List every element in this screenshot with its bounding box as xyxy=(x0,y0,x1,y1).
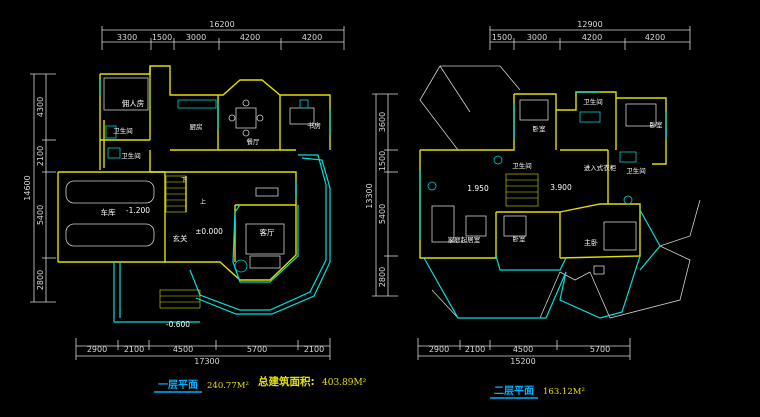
plan2-left-dimensions xyxy=(372,93,398,297)
plan2-top-seg-1: 1500 xyxy=(492,33,512,42)
plan2-left-seg-2: 1500 xyxy=(378,151,387,171)
plan1-level-floor: ±0.000 xyxy=(195,227,223,236)
plan2-bottom-total: 15200 xyxy=(510,357,535,366)
car-1 xyxy=(65,180,155,204)
plan1-top-seg-5: 4200 xyxy=(302,33,322,42)
plan1-room-foyer: 玄关 xyxy=(173,233,188,243)
plan2-windows xyxy=(419,91,667,319)
plan1-stair-down: 下 xyxy=(181,177,187,184)
plan1-top-total: 16200 xyxy=(209,20,234,29)
plan1-bottom-seg-5: 2100 xyxy=(304,345,324,354)
plan2-top-dimensions xyxy=(489,26,691,50)
plan1-left-dimensions xyxy=(30,73,56,303)
plan2-drawing: 12900 1500 3000 4200 4200 13300 3600 150… xyxy=(365,20,701,399)
plan1-stairs xyxy=(159,175,201,309)
plan1-drawing: 16200 3300 1500 3000 4200 4200 14600 430… xyxy=(23,20,345,393)
plan1-room-kitchen: 厨房 xyxy=(190,122,203,131)
plan1-left-seg-2: 2100 xyxy=(36,146,45,166)
plan2-left-seg-4: 2800 xyxy=(378,267,387,287)
plan2-room-bedroom-c: 卧室 xyxy=(513,234,527,243)
plan1-bottom-seg-2: 2100 xyxy=(124,345,144,354)
plan2-furniture xyxy=(431,99,657,275)
plan2-bottom-seg-2: 2100 xyxy=(465,345,485,354)
plan1-left-total: 14600 xyxy=(23,175,32,200)
plan2-bottom-seg-1: 2900 xyxy=(429,345,449,354)
plan2-fixtures xyxy=(427,111,637,205)
plan2-walls xyxy=(419,91,667,259)
plan1-top-seg-3: 3000 xyxy=(186,33,206,42)
plan2-room-bedroom-a: 卧室 xyxy=(533,124,547,133)
plan1-level-outside: -0.600 xyxy=(166,320,190,329)
plan2-room-wc-right: 卫生间 xyxy=(626,166,646,175)
plan2-caption: 二层平面 xyxy=(494,385,534,397)
plan1-room-study: 书房 xyxy=(307,121,321,130)
plan1-left-seg-4: 2800 xyxy=(36,270,45,290)
plan2-level-b: 3.900 xyxy=(550,183,572,192)
plan2-room-wc-top: 卫生间 xyxy=(583,97,603,106)
plan2-bottom-seg-3: 4500 xyxy=(513,345,533,354)
plan2-top-seg-4: 4200 xyxy=(645,33,665,42)
plan1-room-living: 客厅 xyxy=(260,227,275,237)
plan2-top-total: 12900 xyxy=(577,20,602,29)
plan2-left-seg-1: 3600 xyxy=(378,112,387,132)
plan1-bottom-total: 17300 xyxy=(194,357,219,366)
plan1-room-wc-b: 卫生间 xyxy=(121,151,141,160)
plan1-level-garage: -1.200 xyxy=(126,206,150,215)
plan1-bottom-seg-1: 2900 xyxy=(87,345,107,354)
plan1-caption: 一层平面 xyxy=(158,379,198,391)
plan2-room-wc-mid: 卫生间 xyxy=(512,161,532,170)
plan2-room-master: 主卧 xyxy=(584,238,598,247)
plan2-left-seg-3: 5400 xyxy=(378,204,387,224)
plan1-left-seg-3: 5400 xyxy=(36,205,45,225)
plan2-stairs xyxy=(505,173,539,207)
plan2-room-family: 家庭起居室 xyxy=(448,235,481,244)
plan2-room-closet: 进入式衣柜 xyxy=(584,163,617,172)
plan1-top-seg-2: 1500 xyxy=(152,33,172,42)
plan1-top-dimensions xyxy=(101,26,345,50)
plan1-stair-up: 上 xyxy=(200,198,206,206)
plan2-roof-lines xyxy=(419,65,701,319)
plan1-furniture xyxy=(65,77,315,269)
plan1-bottom-seg-3: 4500 xyxy=(173,345,193,354)
total-area-value: 403.89M² xyxy=(322,378,367,388)
plan1-area: 240.77M² xyxy=(207,381,249,391)
plan2-level-a: 1.950 xyxy=(467,184,489,193)
car-2 xyxy=(65,223,155,247)
plan2-left-total: 13300 xyxy=(365,183,374,208)
plan1-room-servant: 佣人房 xyxy=(122,98,145,108)
plan1-walls xyxy=(57,65,331,281)
plan2-room-bedroom-b: 卧室 xyxy=(650,120,664,129)
plan1-bottom-dimensions xyxy=(75,338,331,360)
plan1-room-garage: 车库 xyxy=(101,207,116,217)
plan2-top-seg-3: 4200 xyxy=(582,33,602,42)
plan1-left-seg-1: 4300 xyxy=(36,97,45,117)
plan2-top-seg-2: 3000 xyxy=(527,33,547,42)
plan2-bottom-seg-4: 5700 xyxy=(590,345,610,354)
plan1-top-seg-1: 3300 xyxy=(117,33,137,42)
plan1-top-seg-4: 4200 xyxy=(240,33,260,42)
plan2-area: 163.12M² xyxy=(543,387,585,397)
total-area-label: 总建筑面积: xyxy=(258,375,315,388)
plan1-room-dining: 餐厅 xyxy=(247,137,261,146)
plan1-windows xyxy=(99,80,331,323)
plan1-fixtures xyxy=(105,99,309,273)
plan2-bottom-dimensions xyxy=(417,338,631,360)
plan1-room-wc-a: 卫生间 xyxy=(113,126,133,135)
plan1-bottom-seg-4: 5700 xyxy=(247,345,267,354)
